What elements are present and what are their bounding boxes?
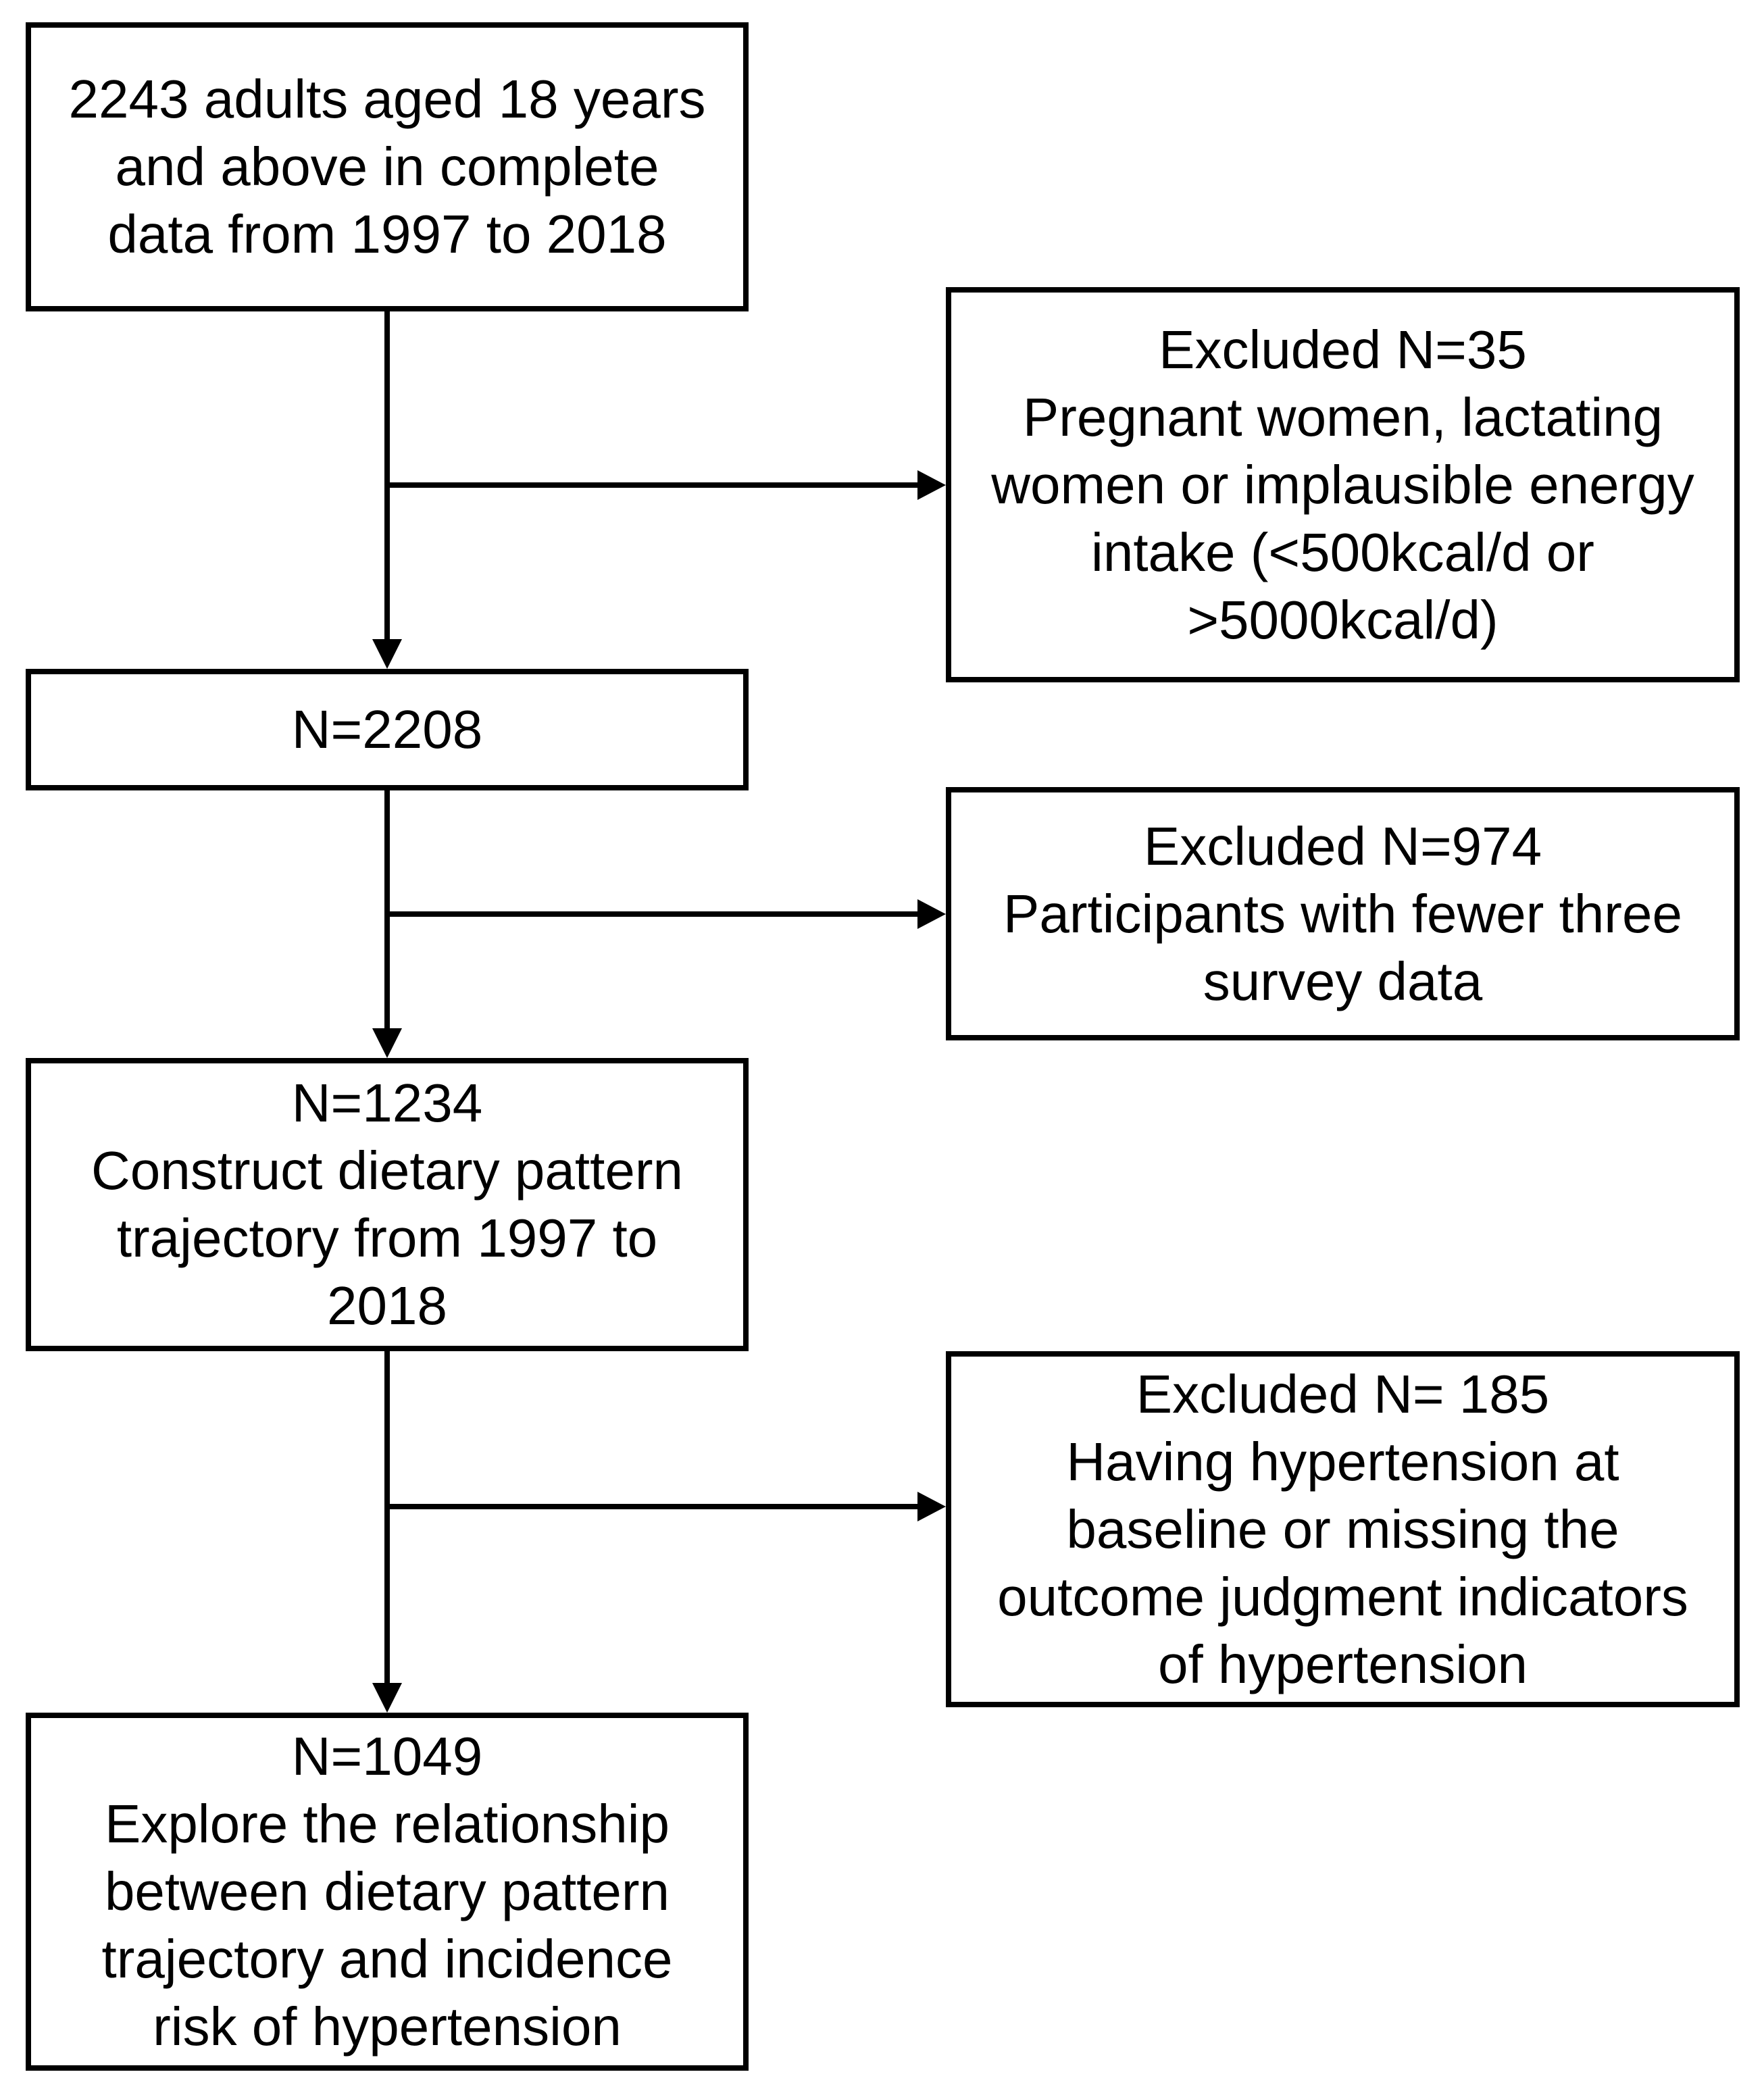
flow-box-excluded-35: Excluded N=35 Pregnant women, lactating … <box>946 287 1740 682</box>
arrow-down-icon-step4 <box>372 1683 402 1713</box>
flow-box-n1049-analysis: N=1049 Explore the relationship between … <box>26 1713 749 2071</box>
flow-box-excluded-974: Excluded N=974 Participants with fewer t… <box>946 787 1740 1040</box>
connector-line-step1-step2 <box>384 311 390 642</box>
arrow-down-icon-step2 <box>372 639 402 669</box>
arrow-down-icon-step3 <box>372 1028 402 1058</box>
connector-line-step3-step4 <box>384 1351 390 1686</box>
arrow-right-icon-exclusion-3 <box>917 1492 946 1521</box>
connector-line-exclusion-2 <box>384 911 922 917</box>
flow-box-excluded-185: Excluded N= 185 Having hypertension at b… <box>946 1351 1740 1707</box>
arrow-right-icon-exclusion-2 <box>917 899 946 929</box>
flow-box-n2208: N=2208 <box>26 669 749 790</box>
connector-line-exclusion-1 <box>384 482 922 488</box>
flow-box-initial-sample: 2243 adults aged 18 years and above in c… <box>26 22 749 311</box>
connector-line-exclusion-3 <box>384 1504 922 1509</box>
connector-line-step2-step3 <box>384 790 390 1031</box>
flow-box-n1234-trajectory: N=1234 Construct dietary pattern traject… <box>26 1058 749 1351</box>
arrow-right-icon-exclusion-1 <box>917 470 946 500</box>
